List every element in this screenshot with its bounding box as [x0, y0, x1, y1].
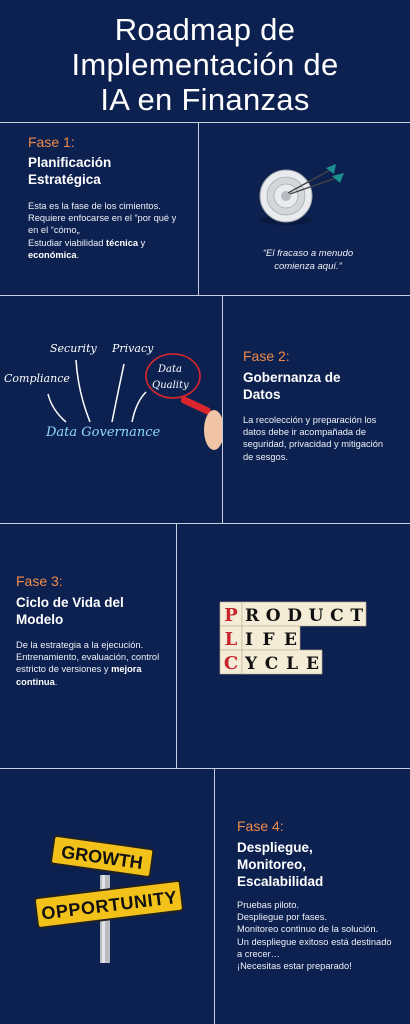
plc-letter-c: C: [224, 653, 238, 674]
phase-1-quote-line-2: comienza aquí.”: [274, 260, 342, 272]
growth-sign: GROWTH: [50, 835, 155, 878]
phase-4-label: Fase 4:: [237, 818, 284, 834]
phase-1-heading: Planificación Estratégica: [28, 154, 188, 188]
marker-pen: [180, 396, 211, 415]
phase-3-body-bold: mejora continua: [16, 664, 142, 687]
privacy-label: Privacy: [111, 342, 154, 355]
divider-2: [0, 295, 410, 296]
phase-2-heading-line-2: Datos: [243, 387, 281, 402]
page-title: Roadmap de Implementación de IA en Finan…: [0, 12, 410, 117]
phase-4-body: Pruebas piloto. Despliegue por fases. Mo…: [237, 899, 397, 972]
data-governance-label: Data Governance: [45, 425, 161, 440]
arrow-2-shaft: [289, 177, 337, 195]
phase-3-heading-line-1: Ciclo de Vida del: [16, 595, 124, 610]
phase-4-heading-line-3: Escalabilidad: [237, 874, 324, 889]
phase-1-body-3: Estudiar viabilidad técnica y económica.: [28, 237, 186, 261]
phase-4-heading-line-2: Monitoreo,: [237, 857, 306, 872]
phase-1-quote: “El fracaso a menudo comienza aquí.”: [222, 248, 394, 273]
phase-3-body-2: Entrenamiento, evaluación, control estri…: [16, 651, 166, 688]
compliance-label: Compliance: [4, 372, 70, 385]
phase-1-quote-line-1: “El fracaso a menudo: [262, 248, 354, 259]
phase-1-body-5-text: .: [76, 249, 80, 260]
hand: [204, 410, 222, 450]
phase-4-heading-line-1: Despliegue,: [237, 840, 313, 855]
divider-4: [0, 768, 410, 769]
phase-2-heading-line-1: Gobernanza de: [243, 370, 341, 385]
target-illustration: [259, 164, 344, 225]
phase-4-body-3: Monitoreo continuo de la solución.: [237, 924, 379, 935]
phase-1-body-1: Esta es la fase de los cimientos.: [28, 201, 161, 211]
marker-hand: [180, 396, 222, 450]
phase-3-body-3-text: .: [54, 676, 58, 687]
phase-3-heading-line-2: Modelo: [16, 612, 64, 627]
security-label: Security: [50, 342, 97, 355]
phase-4-body-5: ¡Necesitas estar preparado!: [237, 961, 352, 972]
data-governance-illustration: Security Privacy Compliance Data Quality…: [4, 342, 222, 450]
phase-2-label: Fase 2:: [243, 348, 290, 364]
data-quality-bubble: Data Quality: [145, 353, 201, 399]
divider-v1: [198, 122, 199, 295]
phase-1-heading-line-2: Estratégica: [28, 172, 101, 187]
title-line-2: Implementación de: [71, 47, 339, 82]
title-line-3: IA en Finanzas: [100, 82, 310, 117]
arrow-1-fletching: [326, 164, 336, 174]
phase-3-body: De la estrategia a la ejecución. Entrena…: [16, 639, 166, 688]
phase-3-body-2-text: Entrenamiento, evaluación, control estri…: [16, 652, 160, 675]
phase-1-body-2: Requiere enfocarse en el “por qué y en e…: [28, 213, 177, 236]
phase-4-body-2: Despliegue por fases.: [237, 912, 327, 923]
phase-1-body-3-text: Estudiar viabilidad: [28, 237, 107, 248]
phase-1-body-bold-1: técnica: [106, 237, 139, 248]
phase-4-body-4: Un despliegue exitoso está destinado a c…: [237, 936, 392, 959]
quality-label: Quality: [152, 380, 189, 391]
plc-tile-cycle: [241, 649, 323, 675]
divider-3: [0, 523, 410, 524]
divider-1: [0, 122, 410, 123]
arrow-to-privacy: [111, 363, 125, 423]
plc-tile-product: [241, 601, 367, 627]
divider-v4: [214, 768, 215, 1024]
divider-v3: [176, 523, 177, 768]
street-sign-illustration: GROWTH OPPORTUNITY: [33, 835, 184, 963]
plc-tile-life: [241, 625, 301, 651]
data-quality-circle: [145, 353, 201, 399]
arrow-to-data-quality: [131, 391, 147, 423]
phase-3-body-1: De la estrategia a la ejecución.: [16, 640, 144, 650]
phase-1-body-bold-2: económica: [28, 249, 77, 260]
opportunity-sign-plate: [33, 879, 184, 929]
plc-letter-p: P: [224, 605, 238, 626]
phase-2-body: La recolección y preparación los datos d…: [243, 415, 384, 462]
divider-v2: [222, 295, 223, 523]
arrow-to-security: [75, 359, 91, 423]
arrow-to-compliance: [47, 393, 67, 423]
arrow-2-fletching: [332, 173, 344, 183]
plc-word-life: IFE: [245, 630, 297, 650]
arrow-1-shaft: [287, 169, 331, 194]
phase-4-body-1: Pruebas piloto.: [237, 900, 300, 910]
phase-2-heading: Gobernanza de Datos: [243, 369, 403, 403]
phase-1-body: Esta es la fase de los cimientos. Requie…: [28, 200, 186, 261]
phase-1-heading-line-1: Planificación: [28, 155, 112, 170]
phase-3-heading: Ciclo de Vida del Modelo: [16, 594, 174, 628]
growth-sign-plate: [50, 835, 155, 878]
phase-4-heading: Despliegue, Monitoreo, Escalabilidad: [237, 839, 402, 890]
title-line-1: Roadmap de: [114, 12, 296, 47]
phase-1-body-4-text: y: [138, 237, 146, 248]
data-label: Data: [157, 364, 182, 375]
plc-illustration: P RODUCT L IFE C YCLE: [219, 601, 367, 675]
phase-3-label: Fase 3:: [16, 573, 63, 589]
phase-1-label: Fase 1:: [28, 134, 75, 150]
plc-letter-l: L: [225, 629, 238, 650]
